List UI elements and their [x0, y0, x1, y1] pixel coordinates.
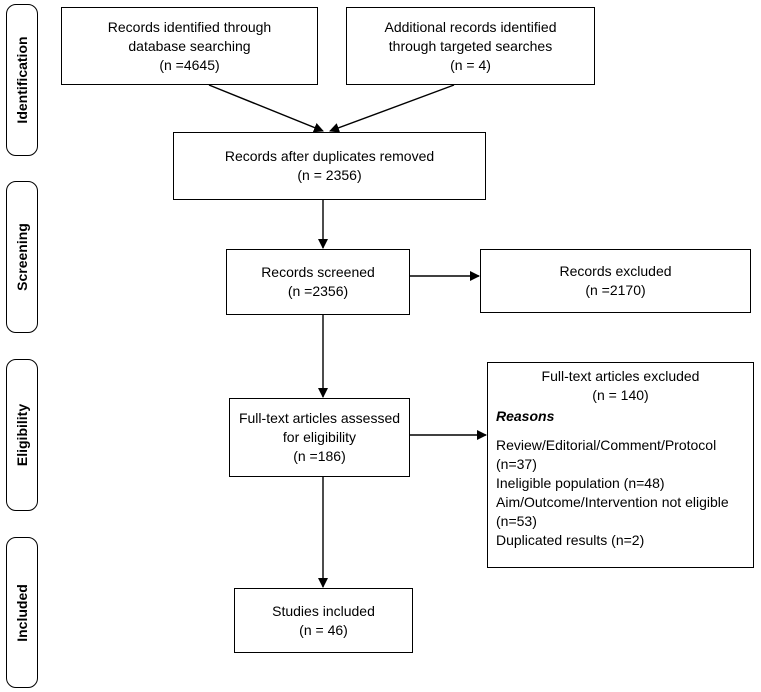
- stage-screening: Screening: [6, 181, 38, 333]
- reasons-heading: Reasons: [496, 408, 555, 424]
- box-included-count: (n = 46): [299, 621, 348, 638]
- reason-item: Aim/Outcome/Intervention not eligible: [496, 494, 729, 510]
- box-screened-count: (n =2356): [287, 283, 349, 299]
- stage-included: Included: [6, 537, 38, 688]
- stage-eligibility: Eligibility: [6, 359, 38, 511]
- box-records-screened: Records screened (n =2356): [226, 249, 410, 315]
- reason-item: (n=37): [496, 456, 537, 472]
- box-after-duplicates: Records after duplicates removed (n = 23…: [173, 132, 486, 200]
- reason-item: Duplicated results (n=2): [496, 532, 645, 548]
- box-duplicates-line1: Records after duplicates removed: [224, 148, 435, 164]
- reason-item: (n=53): [496, 513, 537, 529]
- arrow-database-to-duplicates: [208, 84, 324, 133]
- stage-identification: Identification: [6, 4, 38, 156]
- box-database-count: (n =4645): [159, 56, 220, 73]
- box-screened-line1: Records screened: [261, 264, 375, 280]
- reason-item: Review/Editorial/Comment/Protocol: [496, 437, 717, 453]
- box-duplicates-count: (n = 2356): [297, 167, 362, 183]
- box-fulltext-assessed: Full-text articles assessed for eligibil…: [229, 398, 410, 477]
- reason-item: Ineligible population (n=48): [496, 475, 665, 491]
- fulltext-excluded-count: (n = 140): [592, 387, 649, 403]
- box-fulltext-excluded: Full-text articles excluded (n = 140) Re…: [487, 362, 754, 568]
- box-included-line1: Studies included: [272, 602, 375, 619]
- box-additional-line2: through targeted searches: [388, 37, 553, 54]
- box-studies-included: Studies included (n = 46): [234, 588, 413, 653]
- box-fulltext-line2: for eligibility: [282, 429, 357, 445]
- box-fulltext-line1: Full-text articles assessed: [238, 410, 401, 426]
- box-fulltext-count: (n =186): [293, 448, 346, 464]
- fulltext-excluded-title: Full-text articles excluded: [541, 368, 700, 384]
- box-additional-records: Additional records identified through ta…: [346, 7, 595, 85]
- box-records-excluded: Records excluded (n =2170): [480, 249, 751, 313]
- box-database-line1: Records identified through: [107, 18, 272, 35]
- box-additional-line1: Additional records identified: [384, 18, 557, 35]
- box-additional-count: (n = 4): [450, 56, 491, 73]
- box-excluded-count: (n =2170): [585, 282, 646, 298]
- box-database-records: Records identified through database sear…: [61, 7, 318, 85]
- box-database-line2: database searching: [128, 37, 251, 54]
- box-excluded-line1: Records excluded: [559, 263, 672, 279]
- arrow-additional-to-duplicates: [329, 84, 455, 133]
